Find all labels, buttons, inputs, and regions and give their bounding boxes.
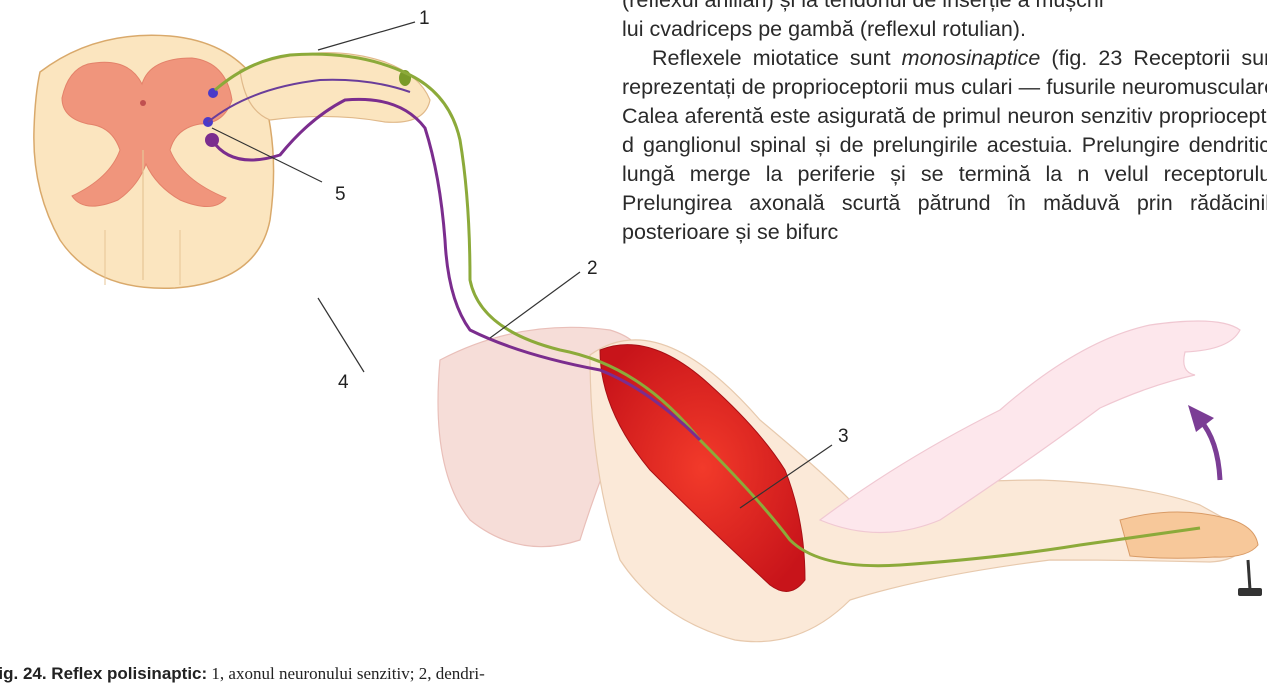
- paragraph-rest: (fig. 23 Receptorii sunt reprezentați de…: [622, 46, 1267, 244]
- body-line-1: (reflexul ahilian) și la tendonul de ins…: [622, 0, 1267, 15]
- label-4: 4: [338, 372, 349, 394]
- figure-caption: Fig. 24. Reflex polisinaptic: 1, axonul …: [0, 664, 485, 684]
- body-text: (reflexul ahilian) și la tendonul de ins…: [622, 0, 1267, 247]
- motion-arrow: [1188, 405, 1220, 480]
- caption-rest: 1, axonul neuronului senzitiv; 2, dendri…: [207, 664, 485, 683]
- label-5: 5: [335, 184, 346, 206]
- body-paragraph: Reflexele miotatice sunt monosinaptice (…: [622, 44, 1267, 247]
- paragraph-start: Reflexele miotatice sunt: [652, 46, 902, 70]
- label-2: 2: [587, 258, 598, 280]
- label-3: 3: [838, 426, 849, 448]
- paragraph-term: monosinaptice: [902, 46, 1041, 70]
- body-line-2: lui cvadriceps pe gambă (reflexul rotuli…: [622, 15, 1267, 44]
- spinal-ganglion: [240, 53, 430, 123]
- reflex-hammer: [1238, 560, 1262, 596]
- label-1: 1: [419, 8, 430, 30]
- caption-lead: Fig. 24. Reflex polisinaptic:: [0, 664, 207, 683]
